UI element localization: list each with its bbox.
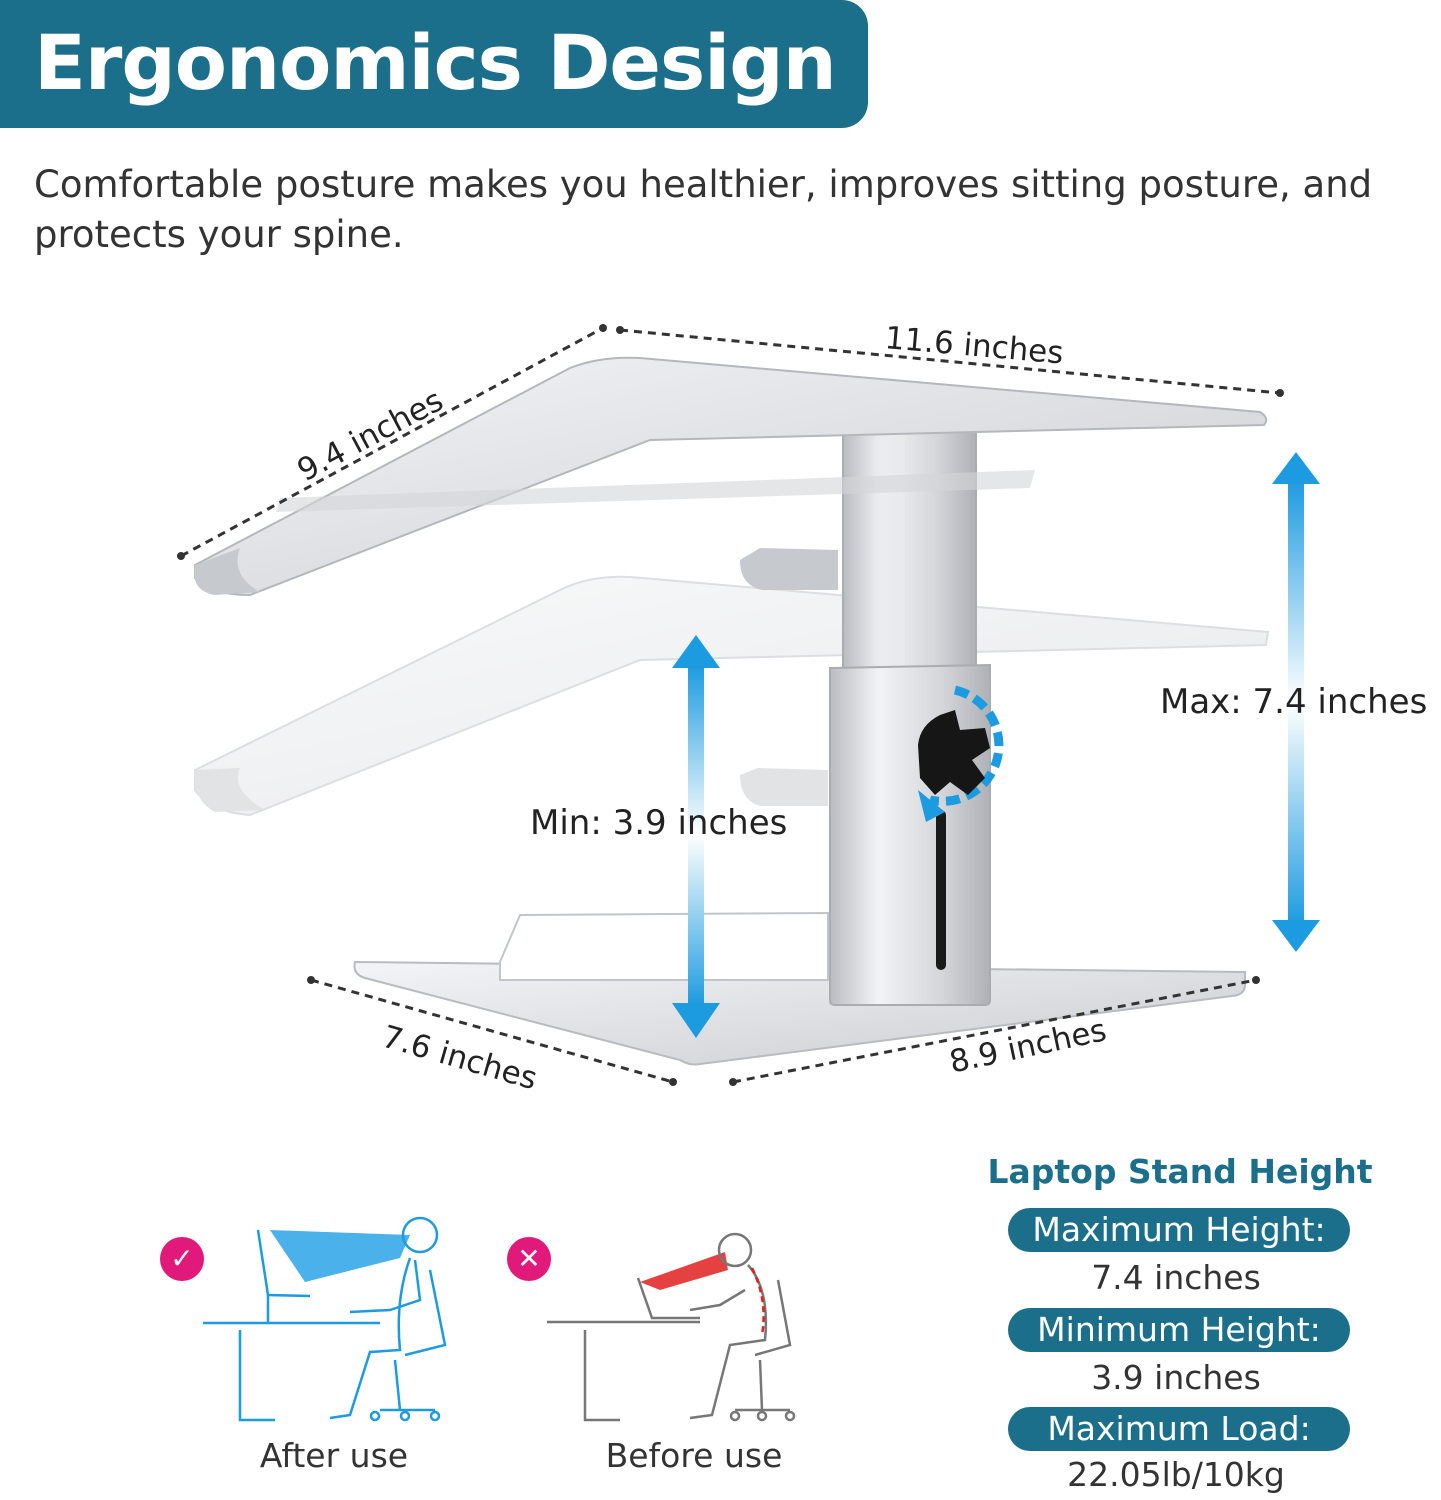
max-height-label: Max: 7.4 inches (1160, 682, 1428, 722)
spec-value-min-height: 3.9 inches (1091, 1358, 1261, 1397)
dimension-lines (180, 326, 1281, 1084)
specs-title: Laptop Stand Height (987, 1152, 1373, 1191)
min-height-label: Min: 3.9 inches (530, 803, 788, 843)
rotate-knob-icon (918, 685, 1004, 822)
page-subtitle: Comfortable posture makes you healthier,… (34, 163, 1373, 256)
check-icon: ✓ (160, 1237, 204, 1281)
bad-posture-icon (547, 1232, 796, 1422)
stand-pole (829, 424, 991, 1006)
before-use-label: Before use (605, 1436, 783, 1475)
min-height-arrow (672, 635, 720, 1038)
spec-label-min-height: Minimum Height: (1008, 1308, 1350, 1352)
base-plate (353, 911, 1246, 1066)
title-banner: Ergonomics Design (0, 0, 868, 128)
max-height-arrow (1272, 452, 1320, 952)
after-use-label: After use (259, 1436, 409, 1475)
top-tray (194, 356, 1268, 597)
spec-label-max-load: Maximum Load: (1008, 1407, 1350, 1451)
spec-label-max-height: Maximum Height: (1008, 1208, 1350, 1252)
cross-icon: ✕ (507, 1237, 551, 1281)
good-posture-icon (203, 1216, 447, 1422)
spec-value-max-height: 7.4 inches (1091, 1258, 1261, 1297)
page-title: Ergonomics Design (34, 18, 837, 107)
lower-tray (194, 575, 1270, 817)
spec-value-max-load: 22.05lb/10kg (1067, 1455, 1285, 1494)
